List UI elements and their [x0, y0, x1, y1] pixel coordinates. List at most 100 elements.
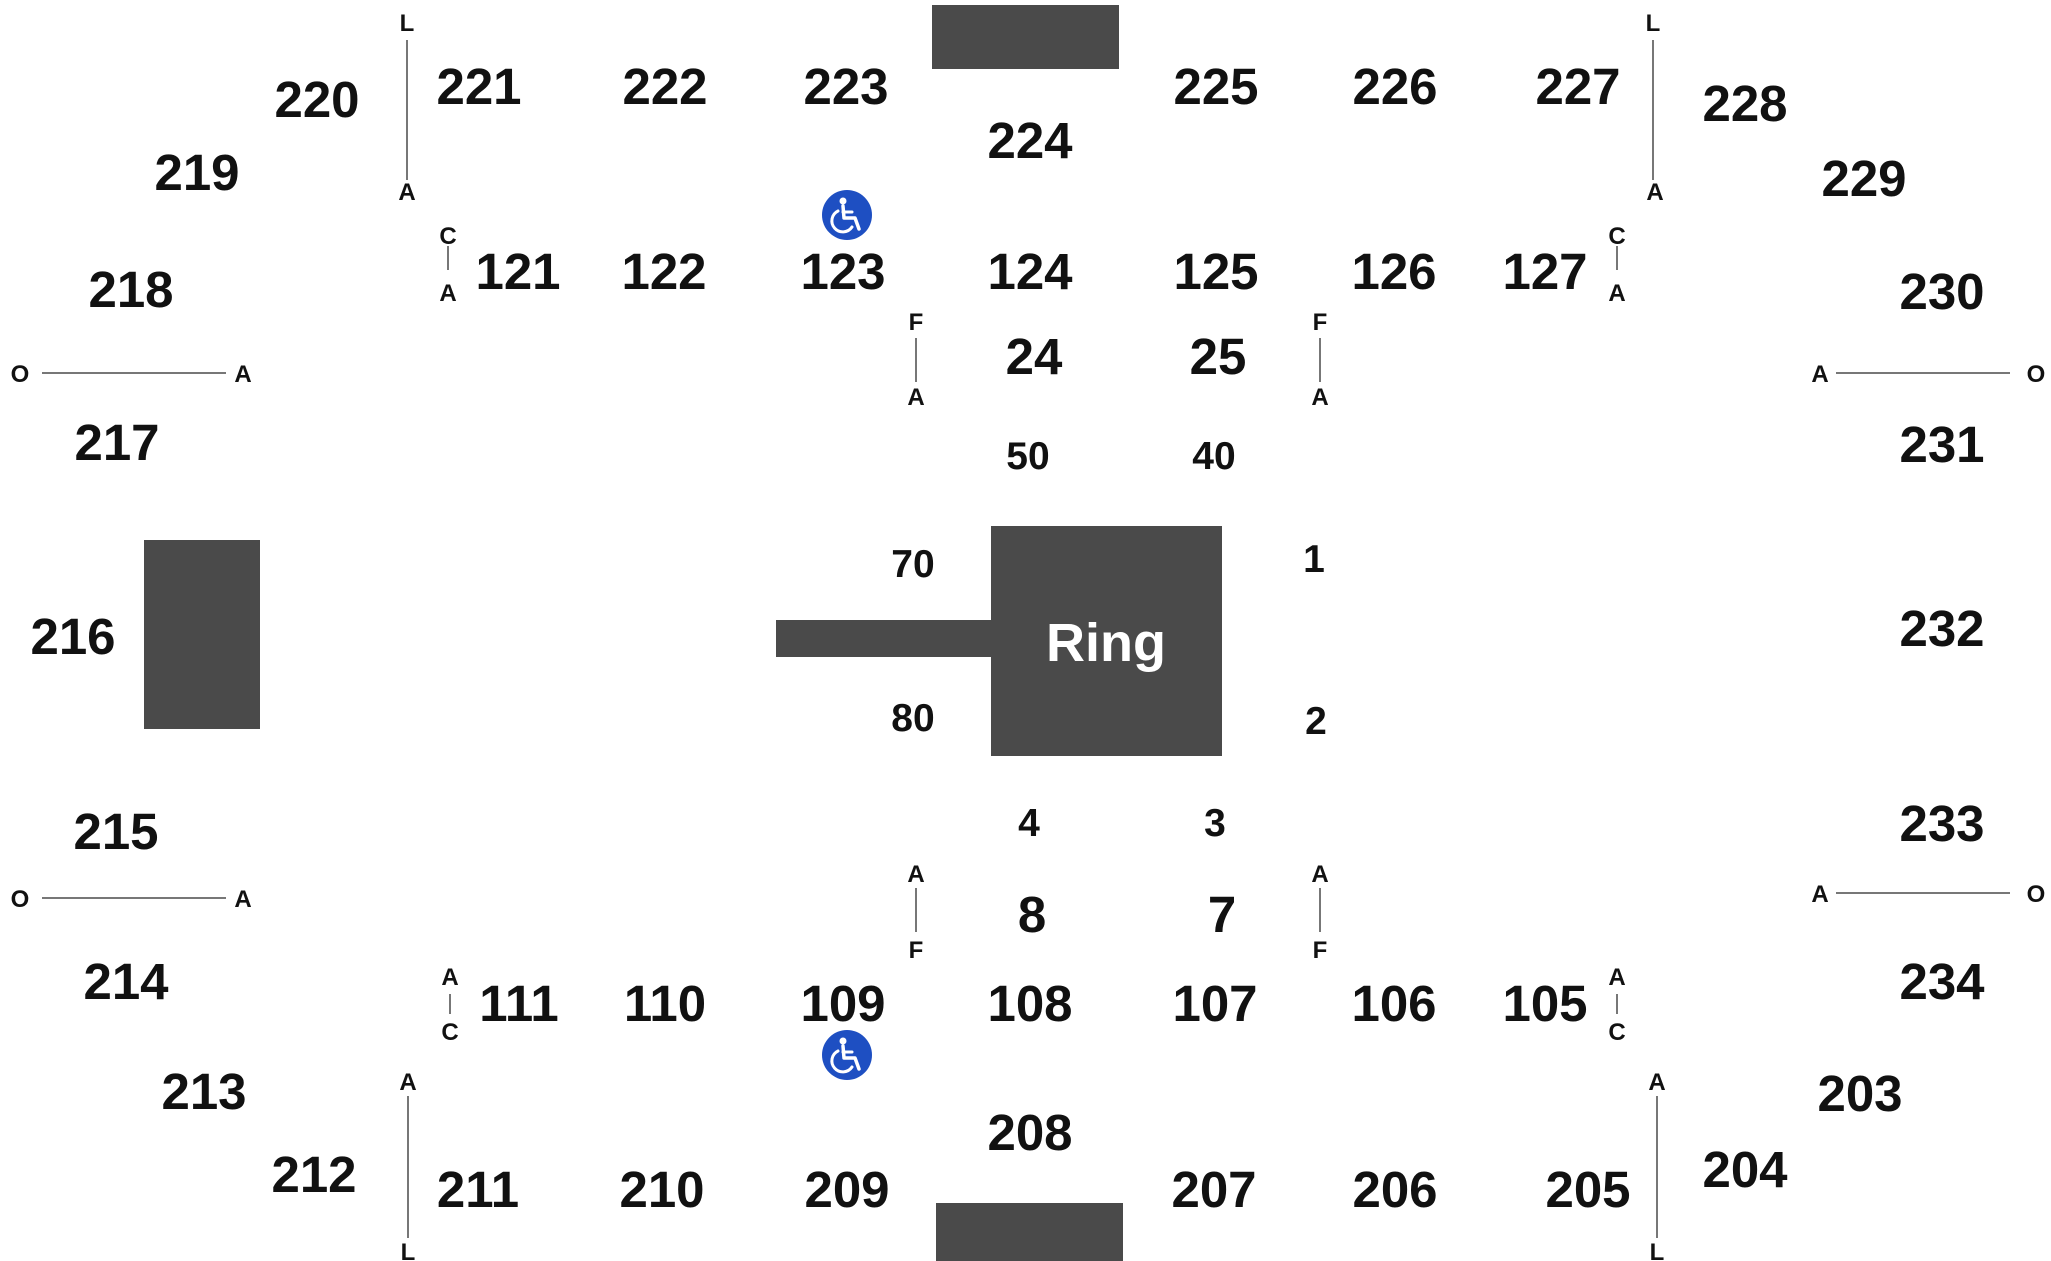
row-letter: O	[2027, 361, 2046, 388]
section-217[interactable]: 217	[74, 414, 159, 471]
section-222[interactable]: 222	[622, 58, 707, 115]
section-224[interactable]: 224	[987, 112, 1073, 169]
section-230[interactable]: 230	[1899, 263, 1984, 320]
row-letter: A	[1811, 881, 1828, 908]
section-213[interactable]: 213	[161, 1063, 246, 1120]
row-marker-211-212: A L	[399, 1069, 416, 1261]
section-214[interactable]: 214	[83, 953, 169, 1010]
ringside-3[interactable]: 3	[1204, 802, 1226, 845]
section-107[interactable]: 107	[1172, 975, 1257, 1032]
section-121[interactable]: 121	[475, 243, 560, 300]
row-letter: C	[439, 223, 456, 250]
wheelchair-icon	[822, 1030, 872, 1080]
section-208[interactable]: 208	[987, 1104, 1072, 1161]
section-125[interactable]: 125	[1173, 243, 1258, 300]
row-letter: A	[234, 361, 251, 388]
section-206[interactable]: 206	[1352, 1161, 1437, 1218]
side-stage-left	[144, 540, 260, 729]
ring[interactable]	[991, 526, 1222, 756]
ringside-1[interactable]: 1	[1303, 538, 1325, 581]
section-219[interactable]: 219	[154, 144, 239, 201]
row-letter: A	[1646, 179, 1663, 206]
row-marker-111: A C	[441, 964, 458, 1046]
section-127[interactable]: 127	[1502, 243, 1587, 300]
row-letter: A	[1648, 1069, 1665, 1096]
row-letter: A	[441, 964, 458, 991]
section-211[interactable]: 211	[437, 1161, 519, 1218]
section-25[interactable]: 25	[1190, 328, 1247, 385]
row-letter: A	[399, 1069, 416, 1096]
section-215[interactable]: 215	[73, 803, 158, 860]
row-letter: A	[907, 861, 924, 888]
section-106[interactable]: 106	[1351, 975, 1436, 1032]
section-234[interactable]: 234	[1899, 953, 1985, 1010]
section-8[interactable]: 8	[1018, 886, 1046, 943]
section-7[interactable]: 7	[1208, 886, 1236, 943]
row-letter: A	[1811, 361, 1828, 388]
row-marker-217-218: O A	[11, 361, 252, 388]
section-226[interactable]: 226	[1352, 58, 1437, 115]
ringside-4[interactable]: 4	[1018, 802, 1040, 845]
section-228[interactable]: 228	[1702, 75, 1787, 132]
row-marker-121: C A	[439, 223, 456, 307]
section-227[interactable]: 227	[1535, 58, 1620, 115]
row-marker-233-234: A O	[1811, 881, 2045, 908]
row-marker-25: F A	[1311, 309, 1328, 411]
section-223[interactable]: 223	[803, 58, 888, 115]
row-letter: A	[907, 384, 924, 411]
section-203[interactable]: 203	[1817, 1065, 1902, 1122]
section-109[interactable]: 109	[800, 975, 885, 1032]
section-231[interactable]: 231	[1899, 416, 1984, 473]
row-letter: A	[439, 280, 456, 307]
section-124[interactable]: 124	[987, 243, 1073, 300]
row-marker-214-215: O A	[11, 886, 252, 913]
row-letter: A	[1608, 280, 1625, 307]
section-126[interactable]: 126	[1351, 243, 1436, 300]
section-209[interactable]: 209	[804, 1161, 889, 1218]
row-letter: A	[234, 886, 251, 913]
row-letter: O	[11, 886, 30, 913]
section-221[interactable]: 221	[436, 58, 521, 115]
ringside-70[interactable]: 70	[891, 543, 934, 586]
ring-label: Ring	[1046, 613, 1166, 673]
section-218[interactable]: 218	[88, 261, 173, 318]
row-letter: F	[1313, 309, 1328, 336]
row-letter: F	[909, 937, 924, 964]
section-233[interactable]: 233	[1899, 795, 1984, 852]
section-111[interactable]: 111	[479, 975, 558, 1032]
row-letter: O	[2027, 881, 2046, 908]
row-letter: A	[398, 179, 415, 206]
row-letter: C	[1608, 223, 1625, 250]
row-letter: A	[1608, 964, 1625, 991]
ring-walkway	[776, 620, 996, 657]
section-105[interactable]: 105	[1502, 975, 1587, 1032]
section-110[interactable]: 110	[624, 975, 706, 1032]
ringside-40[interactable]: 40	[1192, 435, 1235, 478]
section-232[interactable]: 232	[1899, 600, 1984, 657]
section-229[interactable]: 229	[1821, 150, 1906, 207]
row-marker-127: C A	[1608, 223, 1625, 307]
section-210[interactable]: 210	[619, 1161, 704, 1218]
row-marker-8: A F	[907, 861, 924, 964]
row-letter: F	[909, 309, 924, 336]
section-216[interactable]: 216	[30, 608, 115, 665]
section-225[interactable]: 225	[1173, 58, 1258, 115]
row-letter: L	[400, 10, 415, 37]
row-letter: A	[1311, 384, 1328, 411]
ringside-2[interactable]: 2	[1305, 700, 1327, 743]
row-letter: O	[11, 361, 30, 388]
section-122[interactable]: 122	[621, 243, 706, 300]
ringside-50[interactable]: 50	[1006, 435, 1049, 478]
section-108[interactable]: 108	[987, 975, 1072, 1032]
row-marker-105: A C	[1608, 964, 1625, 1046]
section-24[interactable]: 24	[1006, 328, 1063, 385]
row-marker-227-228: L A	[1646, 10, 1664, 206]
ringside-80[interactable]: 80	[891, 697, 934, 740]
section-123[interactable]: 123	[800, 243, 885, 300]
row-marker-230-231: A O	[1811, 361, 2045, 388]
section-205[interactable]: 205	[1545, 1161, 1630, 1218]
section-220[interactable]: 220	[274, 71, 359, 128]
section-204[interactable]: 204	[1702, 1141, 1788, 1198]
section-212[interactable]: 212	[271, 1146, 356, 1203]
section-207[interactable]: 207	[1171, 1161, 1256, 1218]
